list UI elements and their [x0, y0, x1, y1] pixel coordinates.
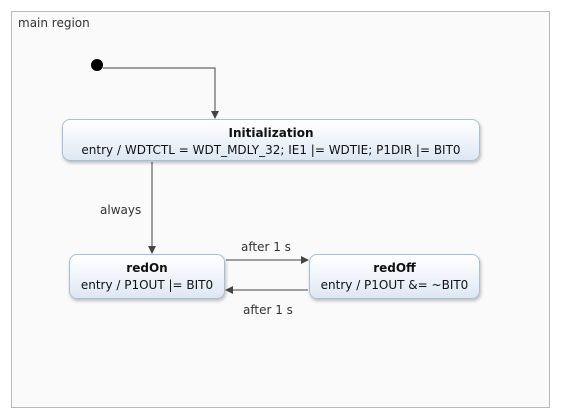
- state-entry-action: entry / P1OUT |= BIT0: [80, 278, 214, 292]
- transition-label-redoff-to-redon: after 1 s: [243, 303, 293, 317]
- state-red-off[interactable]: redOff entry / P1OUT &= ~BIT0: [309, 254, 480, 299]
- state-name: redOff: [373, 261, 416, 275]
- state-entry-action: entry / WDTCTL = WDT_MDLY_32; IE1 |= WDT…: [81, 143, 461, 157]
- state-name: redOn: [126, 261, 168, 275]
- state-red-on[interactable]: redOn entry / P1OUT |= BIT0: [69, 254, 225, 299]
- state-name: Initialization: [228, 126, 314, 140]
- transition-label-always: always: [100, 203, 142, 217]
- state-initialization[interactable]: Initialization entry / WDTCTL = WDT_MDLY…: [62, 119, 480, 161]
- main-region[interactable]: [11, 11, 550, 408]
- state-entry-action: entry / P1OUT &= ~BIT0: [320, 278, 469, 292]
- region-label: main region: [18, 16, 90, 30]
- transition-label-redon-to-redoff: after 1 s: [241, 240, 291, 254]
